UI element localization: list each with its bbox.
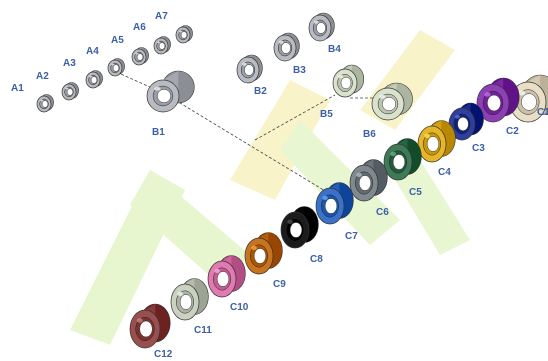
part-c11: [170, 278, 209, 321]
part-c5: [383, 138, 422, 181]
label-c7: C7: [345, 231, 358, 242]
label-c1: C1: [537, 107, 548, 118]
label-c10: C10: [230, 302, 249, 313]
part-a1: [36, 94, 54, 113]
parts-layer: [36, 12, 548, 349]
label-c11: C11: [194, 325, 212, 336]
part-c9: [244, 232, 283, 275]
label-c5: C5: [409, 187, 422, 198]
part-b3: [273, 32, 300, 62]
watermark-stroke-5: [360, 30, 455, 130]
part-c7: [315, 182, 354, 225]
label-c3: C3: [472, 143, 485, 154]
label-b3: B3: [293, 65, 306, 76]
watermark-stroke-6: [395, 160, 470, 255]
part-c1: [509, 74, 548, 123]
part-c8: [280, 206, 319, 249]
part-c10: [207, 255, 246, 298]
label-a2: A2: [36, 71, 49, 82]
label-b6: B6: [363, 129, 376, 140]
label-a5: A5: [111, 35, 124, 46]
label-c2: C2: [506, 126, 519, 137]
label-a4: A4: [86, 46, 99, 57]
part-b4: [308, 12, 335, 42]
label-a6: A6: [133, 22, 146, 33]
part-c2: [476, 77, 520, 123]
part-b6: [371, 82, 413, 121]
label-b1: B1: [152, 127, 165, 138]
part-a4: [107, 58, 125, 77]
label-b5: B5: [320, 109, 333, 120]
part-b5: [332, 64, 365, 98]
part-c4: [417, 120, 456, 163]
label-c9: C9: [273, 279, 286, 290]
part-c12: [129, 303, 171, 349]
label-c12: C12: [154, 349, 173, 360]
label-c8: C8: [310, 254, 323, 265]
part-a7: [175, 25, 193, 44]
watermark-stroke-3: [230, 80, 330, 200]
part-c6: [349, 159, 388, 202]
label-a1: A1: [11, 83, 24, 94]
watermark-stroke-2: [130, 170, 250, 285]
label-c6: C6: [376, 207, 389, 218]
part-a3: [85, 70, 103, 89]
part-b1: [146, 70, 195, 113]
label-a3: A3: [63, 58, 76, 69]
label-a7: A7: [155, 11, 168, 22]
part-b2: [236, 54, 263, 84]
part-a6: [153, 36, 171, 55]
label-b4: B4: [328, 44, 341, 55]
label-c4: C4: [438, 167, 451, 178]
part-a2: [61, 82, 79, 101]
label-b2: B2: [254, 86, 267, 97]
part-a5: [131, 47, 149, 66]
